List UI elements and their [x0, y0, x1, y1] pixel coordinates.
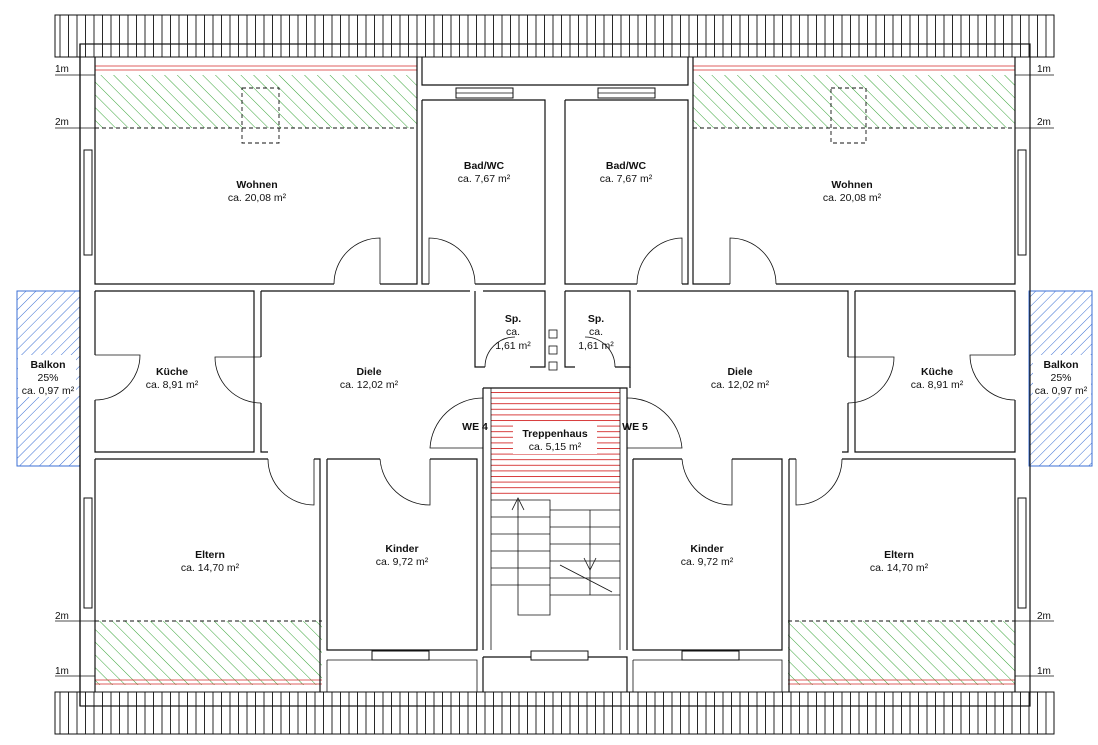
- room-labels: Wohnen ca. 20,08 m² Bad/WC ca. 7,67 m² B…: [22, 160, 1088, 574]
- room-name-balkon-right: Balkon: [1043, 359, 1078, 371]
- room-area-eltern-right: ca. 14,70 m²: [870, 562, 929, 574]
- balcony-right: [1028, 290, 1093, 467]
- room-area-eltern-left: ca. 14,70 m²: [181, 562, 240, 574]
- room-area-bad-right: ca. 7,67 m²: [600, 173, 653, 185]
- room-area-sp-left-2: 1,61 m²: [495, 340, 531, 352]
- level-1m-bottom-left: 1m: [55, 666, 69, 677]
- room-area-wohnen-left: ca. 20,08 m²: [228, 192, 287, 204]
- level-2m-bottom-left: 2m: [55, 611, 69, 622]
- room-name-balkon-left: Balkon: [30, 359, 65, 371]
- room-area-diele-right: ca. 12,02 m²: [711, 379, 770, 391]
- room-name-diele-right: Diele: [727, 366, 752, 378]
- room-area-balkon-left: ca. 0,97 m²: [22, 385, 75, 397]
- roof-windows: [241, 87, 867, 144]
- room-name-eltern-left: Eltern: [195, 549, 225, 561]
- level-2m-bottom-right: 2m: [1037, 611, 1051, 622]
- room-name-kueche-right: Küche: [921, 366, 953, 378]
- room-name-eltern-right: Eltern: [884, 549, 914, 561]
- room-area-treppenhaus: ca. 5,15 m²: [529, 441, 582, 453]
- level-2m-top-left: 2m: [55, 117, 69, 128]
- knee-wall-lines: [95, 65, 1015, 685]
- room-area-sp-left-1: ca.: [506, 326, 520, 338]
- room-name-bad-right: Bad/WC: [606, 160, 647, 172]
- room-area-sp-right-2: 1,61 m²: [578, 340, 614, 352]
- room-name-bad-left: Bad/WC: [464, 160, 505, 172]
- room-name-sp-left: Sp.: [505, 313, 521, 325]
- stair-flights: [491, 497, 620, 616]
- room-outlines: [94, 57, 1016, 692]
- windows: [83, 87, 1027, 661]
- level-lines: [55, 74, 1054, 677]
- chimney-openings: [548, 329, 558, 371]
- room-area-bad-left: ca. 7,67 m²: [458, 173, 511, 185]
- room-name-sp-right: Sp.: [588, 313, 604, 325]
- room-area-kinder-left: ca. 9,72 m²: [376, 556, 429, 568]
- room-name-wohnen-left: Wohnen: [236, 179, 277, 191]
- room-area-sp-right-1: ca.: [589, 326, 603, 338]
- room-share-balkon-left: 25%: [37, 372, 58, 384]
- roof-overhang-top: [54, 14, 1055, 58]
- level-1m-top-right: 1m: [1037, 64, 1051, 75]
- room-area-kueche-left: ca. 8,91 m²: [146, 379, 199, 391]
- room-share-balkon-right: 25%: [1050, 372, 1071, 384]
- room-area-diele-left: ca. 12,02 m²: [340, 379, 399, 391]
- roof-overhang-bottom: [54, 691, 1055, 735]
- room-name-kueche-left: Küche: [156, 366, 188, 378]
- unit-label-right: WE 5: [622, 421, 648, 433]
- room-name-kinder-left: Kinder: [385, 543, 418, 555]
- room-area-wohnen-right: ca. 20,08 m²: [823, 192, 882, 204]
- room-name-kinder-right: Kinder: [690, 543, 723, 555]
- door-swings: [94, 237, 1016, 506]
- room-area-balkon-right: ca. 0,97 m²: [1035, 385, 1088, 397]
- room-area-kinder-right: ca. 9,72 m²: [681, 556, 734, 568]
- room-name-treppenhaus: Treppenhaus: [522, 428, 588, 440]
- outer-walls: [79, 43, 1031, 707]
- level-2m-top-right: 2m: [1037, 117, 1051, 128]
- slope-zones: [95, 75, 1015, 685]
- level-labels: 1m 2m 1m 2m 2m 1m 2m 1m: [55, 64, 1051, 677]
- level-1m-top-left: 1m: [55, 64, 69, 75]
- unit-label-left: WE 4: [462, 421, 488, 433]
- room-name-diele-left: Diele: [356, 366, 381, 378]
- room-area-kueche-right: ca. 8,91 m²: [911, 379, 964, 391]
- room-name-wohnen-right: Wohnen: [831, 179, 872, 191]
- level-1m-bottom-right: 1m: [1037, 666, 1051, 677]
